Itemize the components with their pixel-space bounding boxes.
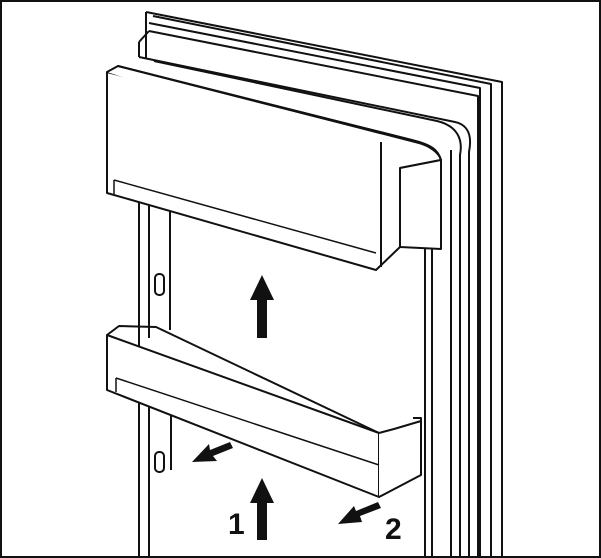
upper-door-shelf: [106, 65, 442, 271]
door-frame-line-4: [148, 30, 479, 556]
upward-arrow-upper: [250, 275, 274, 338]
lower-shelf-front-lip: [115, 377, 380, 466]
lower-shelf-top-edge: [106, 325, 380, 434]
lower-shelf-side-rim: [413, 417, 422, 430]
motion-arrows: [192, 275, 381, 540]
door-gasket-outer-line: [138, 56, 472, 556]
door-frame: [138, 11, 503, 556]
upper-shelf-side-panel: [399, 159, 442, 250]
lower-mount-slot: [154, 451, 165, 473]
upward-arrow-lower: [250, 478, 274, 540]
door-outer-frame-line: [145, 11, 503, 556]
left-arrow-slot: [192, 442, 233, 462]
door-frame-corner-line: [138, 30, 150, 43]
shelf-mount-slots: [154, 273, 165, 473]
step-label-2: 2: [385, 513, 402, 546]
upper-shelf-front-lip: [113, 179, 377, 254]
door-frame-line-2: [152, 15, 492, 556]
door-gasket-inner-line: [153, 60, 462, 556]
door-frame-line-3: [148, 22, 481, 556]
step-label-1: 1: [228, 508, 245, 541]
door-inner-liner: [138, 150, 452, 556]
upper-mount-slot: [154, 273, 165, 296]
lower-door-shelf: [106, 325, 422, 498]
upper-shelf-top-lip: [117, 65, 442, 161]
left-arrow-side: [338, 502, 381, 524]
